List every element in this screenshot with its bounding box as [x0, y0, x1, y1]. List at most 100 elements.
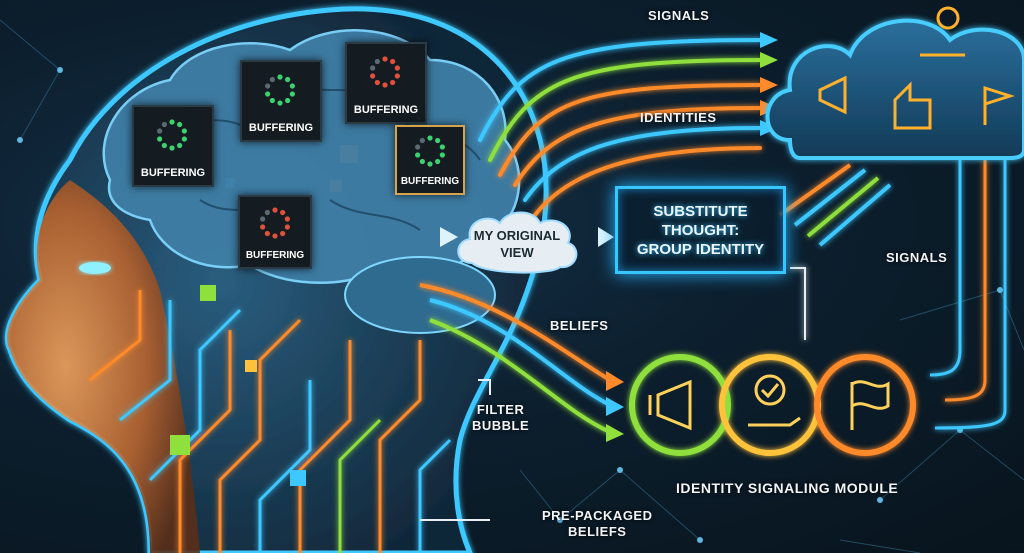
spinner-dot — [435, 137, 441, 144]
spinner-dot — [370, 65, 376, 71]
spinner-dot — [269, 97, 275, 104]
spinner-dot — [427, 135, 433, 141]
buffering-box: BUFFERING — [132, 105, 214, 187]
thumbs-up-icon — [893, 81, 932, 130]
buffering-box: BUFFERING — [395, 125, 465, 195]
spinner-dot — [169, 145, 175, 151]
spinner-dot — [285, 76, 291, 83]
cloud-megaphone-icon — [818, 75, 847, 115]
buffering-label: BUFFERING — [353, 104, 419, 116]
spinner-dot — [284, 224, 290, 230]
spinner-dot — [161, 121, 167, 128]
spinner-dot — [157, 128, 163, 134]
belief-arrowhead-1 — [606, 371, 624, 391]
spinner-dot — [394, 73, 400, 79]
spinner-dot — [415, 144, 421, 150]
identities-label: IDENTITIES — [640, 110, 717, 125]
belief-arrowhead-2 — [606, 397, 624, 416]
spinner-dot — [370, 73, 376, 79]
spinner-dot — [419, 158, 425, 165]
spinner-dot — [181, 136, 187, 142]
spinner-dot — [157, 136, 163, 142]
cloud-flag-icon — [983, 85, 1015, 125]
eye-icon — [79, 262, 111, 274]
spinner-dot — [289, 91, 295, 97]
feedback-lines — [790, 160, 1007, 430]
spinner-dot — [439, 152, 445, 158]
spinner-dot — [415, 152, 421, 158]
buffering-box: BUFFERING — [240, 60, 322, 142]
spinner-dot — [169, 119, 175, 125]
spinner-dot — [177, 142, 183, 149]
loading-spinner-icon — [370, 56, 400, 88]
network-lines — [0, 19, 1024, 553]
spinner-dot — [285, 97, 291, 104]
loading-spinner-icon — [415, 135, 445, 167]
badge-hand-icon — [748, 374, 801, 427]
buffering-label: BUFFERING — [400, 176, 460, 187]
spinner-dot — [382, 56, 388, 62]
spinner-dot — [265, 83, 271, 89]
buffering-box: BUFFERING — [238, 195, 312, 269]
spinner-dot — [390, 58, 396, 65]
substitute-thought-label: SUBSTITUTE THOUGHT: GROUP IDENTITY — [636, 202, 765, 258]
thought-cloud-icon — [457, 211, 578, 274]
face — [7, 180, 201, 553]
spinner-dot — [181, 128, 187, 134]
label-connectors — [420, 379, 491, 521]
spinner-dot — [419, 137, 425, 144]
spinner-dot — [280, 230, 286, 237]
spinner-dot — [382, 82, 388, 88]
buffering-label: BUFFERING — [248, 122, 314, 134]
loading-spinner-icon — [260, 207, 290, 239]
signals-right-label: SIGNALS — [886, 250, 948, 265]
identity-signaling-module — [629, 354, 916, 456]
spinner-dot — [161, 142, 167, 149]
filter-bubble-label: FILTER BUBBLE — [472, 402, 530, 433]
spinner-dot — [280, 209, 286, 216]
cerebellum — [344, 256, 496, 334]
spinner-dot — [435, 158, 441, 165]
signal-arrowheads — [760, 32, 778, 136]
belief-arrowhead-3 — [606, 424, 624, 442]
identity-signaling-module-label: IDENTITY SIGNALING MODULE — [676, 480, 899, 496]
signal-arrows — [478, 38, 762, 217]
spinner-dot — [277, 74, 283, 80]
spinner-dot — [264, 230, 270, 237]
pre-packaged-beliefs-label: PRE-PACKAGED BELIEFS — [542, 508, 653, 539]
flag-icon — [850, 380, 890, 430]
buffering-label: BUFFERING — [245, 250, 305, 261]
spinner-dot — [177, 121, 183, 128]
spinner-dot — [374, 79, 380, 86]
buffering-label: BUFFERING — [140, 167, 206, 179]
spinner-dot — [272, 207, 278, 213]
buffering-box: BUFFERING — [345, 42, 427, 124]
spinner-dot — [374, 58, 380, 65]
spinner-dot — [265, 91, 271, 97]
spinner-dot — [269, 76, 275, 83]
signals-top-label: SIGNALS — [648, 8, 710, 23]
substitute-thought-box: SUBSTITUTE THOUGHT: GROUP IDENTITY — [615, 186, 786, 274]
belief-arrows — [419, 283, 612, 434]
loading-spinner-icon — [157, 119, 187, 151]
view-arrowhead-right — [598, 227, 614, 247]
spinner-dot — [272, 233, 278, 239]
substitute-arrows — [778, 163, 892, 247]
original-view-label: MY ORIGINAL VIEW — [473, 228, 561, 260]
loading-spinner-icon — [265, 74, 295, 106]
spinner-dot — [427, 161, 433, 167]
spinner-dot — [277, 100, 283, 106]
spinner-dot — [289, 83, 295, 89]
megaphone-icon — [648, 379, 692, 431]
spinner-dot — [260, 216, 266, 222]
spinner-dot — [394, 65, 400, 71]
spinner-dot — [390, 79, 396, 86]
view-arrowhead-left — [440, 227, 458, 247]
original-view-cloud: MY ORIGINAL VIEW — [452, 205, 582, 277]
spinner-dot — [284, 216, 290, 222]
spinner-dot — [264, 209, 270, 216]
spinner-dot — [260, 224, 266, 230]
spinner-dot — [439, 144, 445, 150]
cloud-badge-icon — [920, 6, 965, 57]
